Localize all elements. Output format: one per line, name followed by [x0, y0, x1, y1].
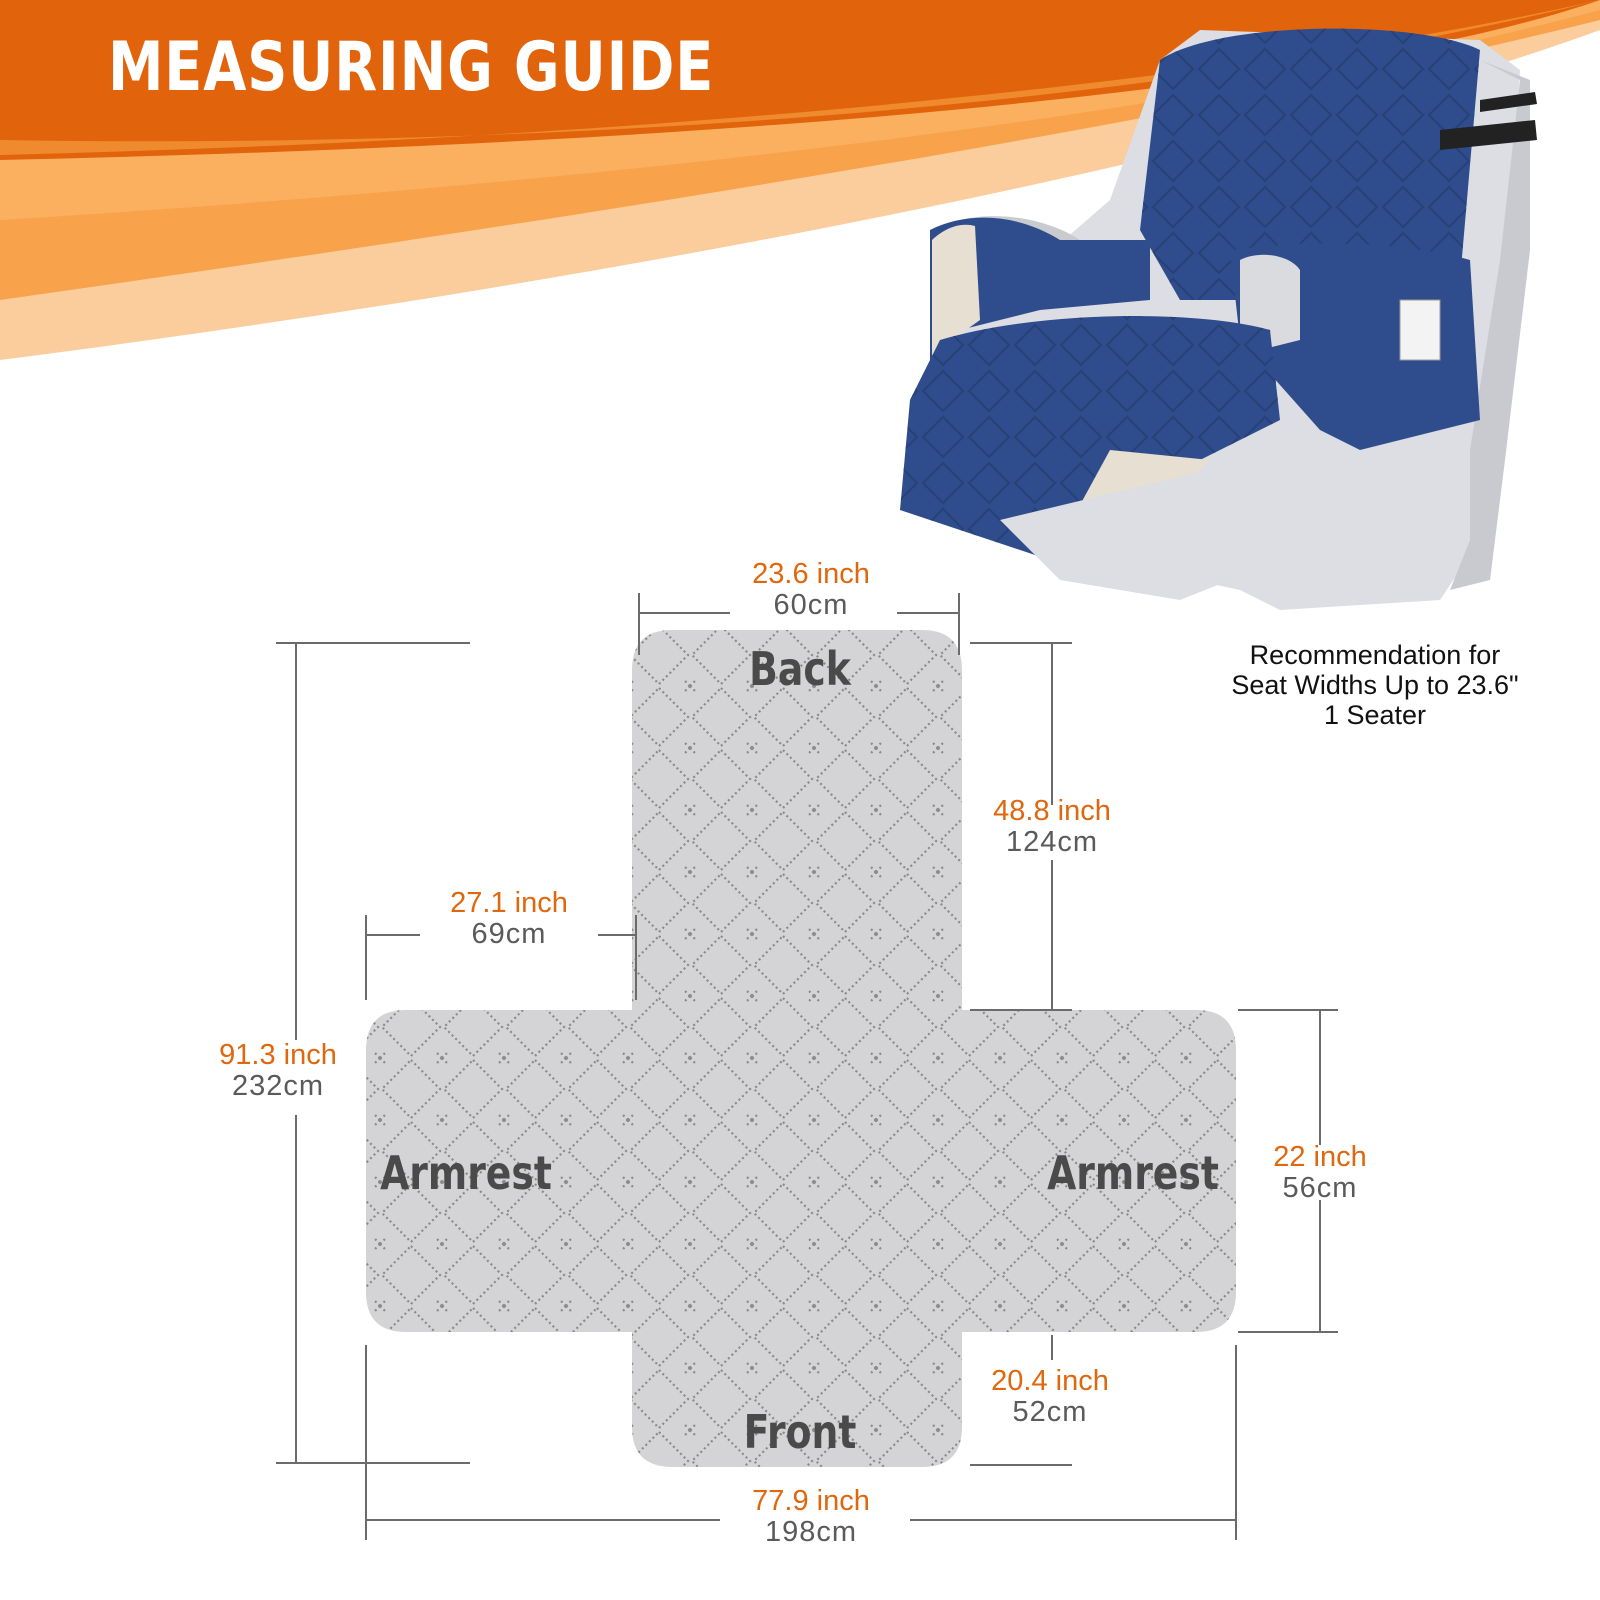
- recliner-chair-illustration: [900, 28, 1537, 610]
- dimension-inch: 27.1 inch: [450, 887, 568, 919]
- dimension-armrest-length: 22 inch 56cm: [1273, 1142, 1367, 1204]
- dimension-back-length: 48.8 inch 124cm: [993, 796, 1111, 858]
- dimension-back-width: 23.6 inch 60cm: [752, 559, 870, 621]
- seat-cover-diagram: [366, 630, 1236, 1467]
- dimension-armrest-width: 27.1 inch 69cm: [450, 888, 568, 950]
- page-title: MEASURING GUIDE: [108, 28, 715, 107]
- seat-recommendation: Recommendation for Seat Widths Up to 23.…: [1231, 640, 1518, 730]
- dimension-inch: 22 inch: [1273, 1141, 1367, 1173]
- dimension-front-length: 20.4 inch 52cm: [991, 1366, 1109, 1428]
- dimension-cm: 56cm: [1282, 1172, 1358, 1204]
- dimension-inch: 91.3 inch: [219, 1039, 337, 1071]
- dimension-cm: 52cm: [1012, 1396, 1088, 1428]
- dimension-cm: 198cm: [764, 1516, 858, 1548]
- dimension-total-width: 77.9 inch 198cm: [752, 1486, 870, 1548]
- recommendation-line: Recommendation for: [1249, 640, 1501, 670]
- recommendation-line: Seat Widths Up to 23.6": [1231, 670, 1519, 700]
- dimension-lines: [276, 593, 1338, 1540]
- dimension-inch: 48.8 inch: [993, 795, 1111, 827]
- dimension-inch: 20.4 inch: [991, 1365, 1109, 1397]
- dimension-total-length: 91.3 inch 232cm: [219, 1040, 337, 1102]
- dimension-inch: 23.6 inch: [752, 558, 870, 590]
- dimension-inch: 77.9 inch: [752, 1485, 870, 1517]
- label-back: Back: [749, 642, 851, 696]
- label-armrest-left: Armrest: [380, 1146, 552, 1200]
- label-front: Front: [743, 1405, 857, 1459]
- recommendation-line: 1 Seater: [1323, 700, 1427, 730]
- dimension-cm: 69cm: [471, 918, 547, 950]
- dimension-cm: 124cm: [1005, 826, 1099, 858]
- dimension-cm: 232cm: [231, 1070, 325, 1102]
- dimension-cm: 60cm: [773, 589, 849, 621]
- label-armrest-right: Armrest: [1047, 1146, 1219, 1200]
